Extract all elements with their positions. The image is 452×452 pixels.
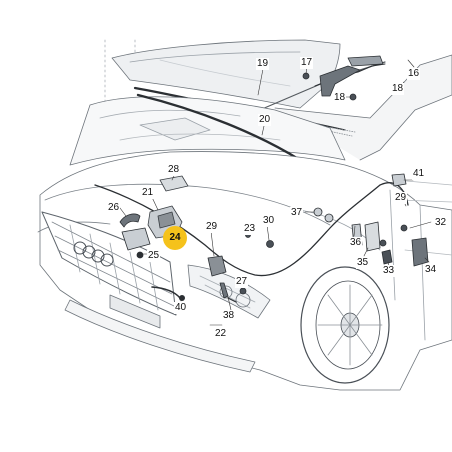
audi-rings (73, 241, 114, 267)
callout-16[interactable]: 16 (407, 68, 421, 80)
callout-18b[interactable]: 18 (391, 83, 405, 95)
front-wheel (300, 266, 390, 384)
leader-lines (119, 59, 432, 326)
callout-37[interactable]: 37 (290, 207, 304, 219)
callout-36[interactable]: 36 (349, 237, 363, 249)
callout-41[interactable]: 41 (412, 168, 426, 180)
callout-34[interactable]: 34 (424, 264, 438, 276)
part-hinge-17-18 (319, 55, 384, 97)
part-hinge-41 (391, 173, 407, 187)
part-screw-38 (219, 282, 237, 303)
callout-26[interactable]: 26 (107, 202, 121, 214)
callout-29a[interactable]: 29 (205, 221, 219, 233)
part-bracket-26 (119, 213, 141, 228)
callout-30[interactable]: 30 (262, 215, 276, 227)
callout-21[interactable]: 21 (141, 187, 155, 199)
callout-38[interactable]: 38 (222, 310, 236, 322)
callout-23[interactable]: 23 (243, 223, 257, 235)
small-fasteners (239, 72, 408, 295)
callout-35[interactable]: 35 (356, 257, 370, 269)
part-retainer-33 (381, 249, 393, 265)
callout-24-selected[interactable]: 24 (163, 226, 187, 250)
callout-22[interactable]: 22 (214, 328, 228, 340)
engine-bay (69, 96, 346, 166)
front-grille (41, 211, 177, 316)
callout-40[interactable]: 40 (174, 302, 188, 314)
part-support-35 (364, 221, 381, 252)
hood-panel (111, 39, 341, 109)
callout-25[interactable]: 25 (147, 250, 161, 262)
part-bracket-34 (411, 237, 429, 267)
lower-bumper (64, 294, 256, 373)
part-cover-28 (159, 175, 189, 192)
callout-27[interactable]: 27 (235, 276, 249, 288)
callout-19[interactable]: 19 (256, 58, 270, 70)
callout-29b[interactable]: 29 (394, 192, 408, 204)
callout-33[interactable]: 33 (382, 265, 396, 277)
callout-17[interactable]: 17 (300, 57, 314, 69)
callout-32[interactable]: 32 (434, 217, 448, 229)
part-latch-25 (121, 227, 151, 259)
callout-20[interactable]: 20 (258, 114, 272, 126)
part-catch-29 (207, 255, 227, 277)
callout-18a[interactable]: 18 (333, 92, 347, 104)
callout-28[interactable]: 28 (167, 164, 181, 176)
